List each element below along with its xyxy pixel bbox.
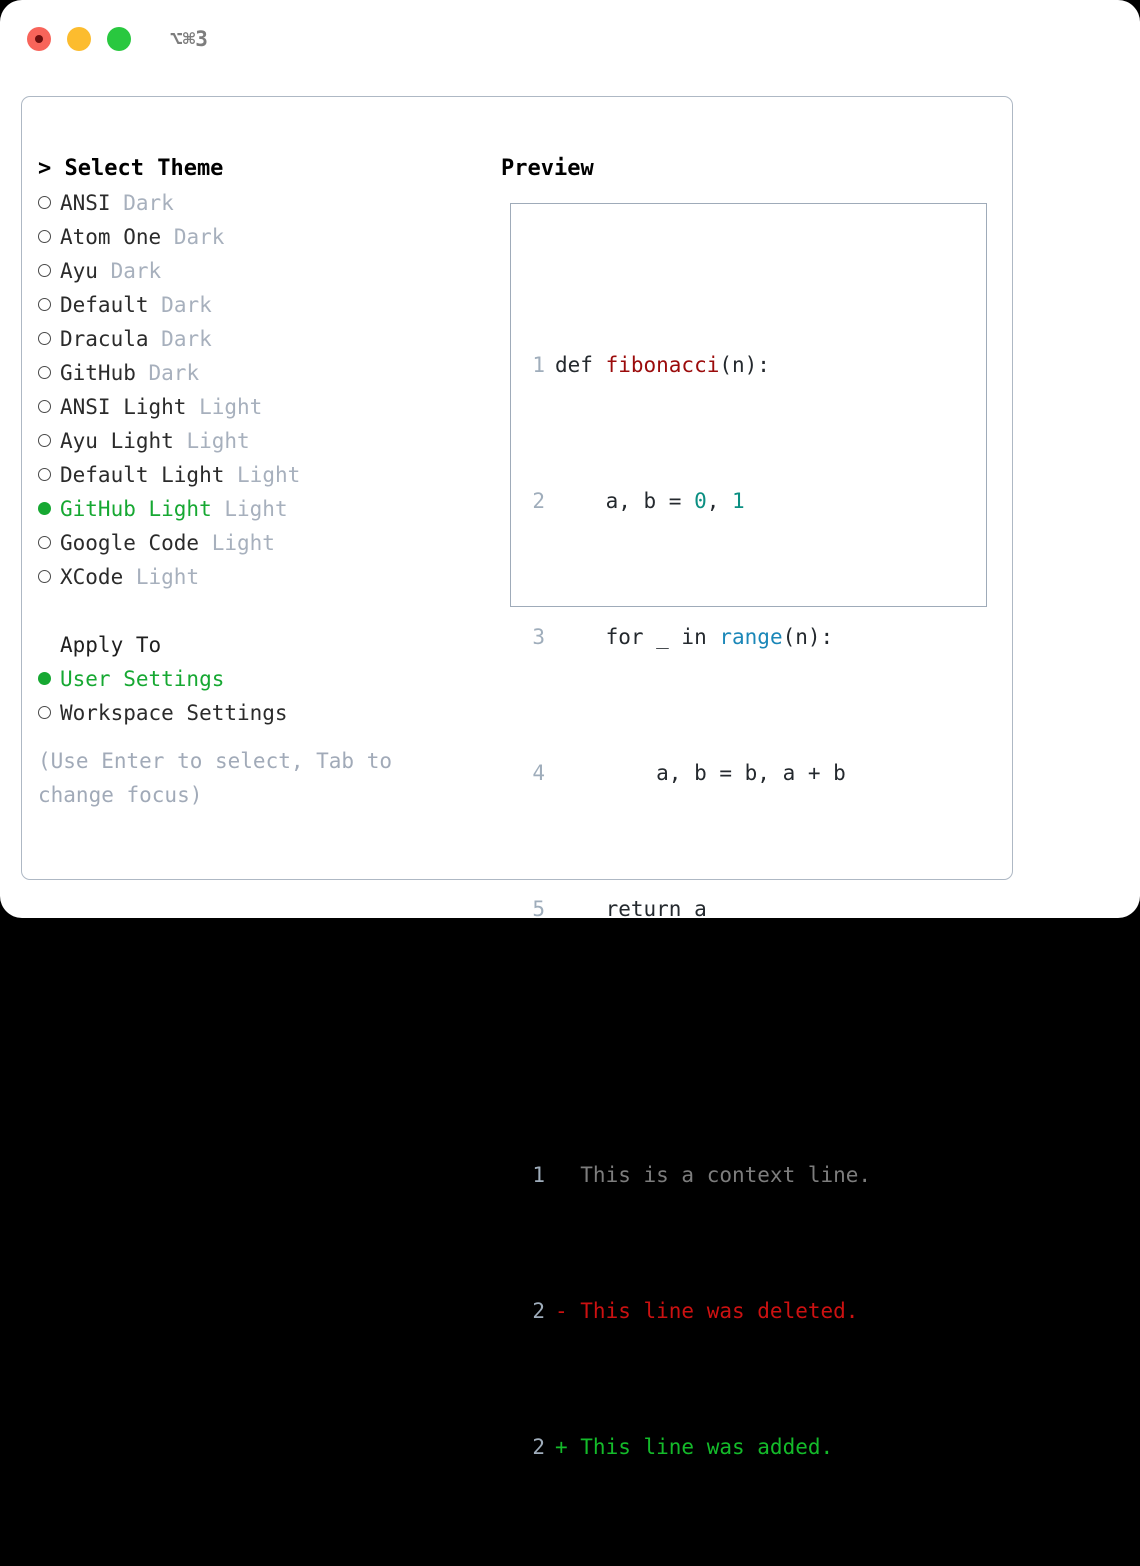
theme-variant: Light xyxy=(237,463,301,487)
apply-to-item[interactable]: Workspace Settings xyxy=(38,696,478,730)
radio-unselected-icon[interactable] xyxy=(38,526,60,560)
theme-variant: Light xyxy=(211,531,275,555)
theme-name: ANSI xyxy=(60,191,111,215)
code-line: 3 for _ in range(n): xyxy=(529,620,871,654)
apply-to-header: Apply To xyxy=(60,633,162,657)
theme-name: Google Code xyxy=(60,531,200,555)
radio-selected-icon[interactable] xyxy=(38,492,60,526)
radio-selected-icon[interactable] xyxy=(38,662,60,696)
code-diff-separator xyxy=(529,1028,871,1056)
line-number: 2 xyxy=(532,1299,545,1323)
radio-unselected-icon[interactable] xyxy=(38,560,60,594)
keyboard-shortcut-label: ⌥⌘3 xyxy=(170,27,208,51)
close-icon xyxy=(35,35,43,43)
theme-list-item[interactable]: ANSI Light Light xyxy=(38,390,478,424)
theme-list-item[interactable]: XCode Light xyxy=(38,560,478,594)
radio-unselected-icon[interactable] xyxy=(38,186,60,220)
theme-variant: Dark xyxy=(161,327,212,351)
theme-name: XCode xyxy=(60,565,124,589)
radio-unselected-icon[interactable] xyxy=(38,356,60,390)
theme-name: Default xyxy=(60,293,149,317)
radio-unselected-icon[interactable] xyxy=(38,254,60,288)
preview-title: Preview xyxy=(501,156,594,181)
diff-line-added: 2+ This line was added. xyxy=(529,1430,871,1464)
theme-variant: Dark xyxy=(123,191,174,215)
theme-list-item[interactable]: ANSI Dark xyxy=(38,186,478,220)
apply-to-item-selected[interactable]: User Settings xyxy=(38,662,478,696)
radio-unselected-icon[interactable] xyxy=(38,220,60,254)
theme-selector-column: > Select Theme ANSI Dark Atom One Dark A… xyxy=(38,152,478,812)
title-bar: ⌥⌘3 xyxy=(0,0,1140,78)
theme-list-item[interactable]: Atom One Dark xyxy=(38,220,478,254)
theme-variant: Light xyxy=(224,497,288,521)
theme-variant: Dark xyxy=(173,225,225,249)
line-number: 2 xyxy=(532,489,545,513)
apply-target-name: User Settings xyxy=(60,667,225,691)
radio-unselected-icon[interactable] xyxy=(38,322,60,356)
content-panel: > Select Theme ANSI Dark Atom One Dark A… xyxy=(21,96,1013,1459)
code-line: 2 a, b = 0, 1 xyxy=(529,484,871,518)
radio-unselected-icon[interactable] xyxy=(38,696,60,730)
theme-name: Ayu xyxy=(60,259,98,283)
theme-list-item[interactable]: Default Dark xyxy=(38,288,478,322)
maximize-window-button[interactable] xyxy=(107,27,131,51)
line-number: 1 xyxy=(532,1163,545,1187)
theme-list-item[interactable]: Dracula Dark xyxy=(38,322,478,356)
theme-list-item[interactable]: Ayu Dark xyxy=(38,254,478,288)
theme-list-item[interactable]: Google Code Light xyxy=(38,526,478,560)
theme-variant: Dark xyxy=(110,259,162,283)
theme-name: Default Light xyxy=(60,463,225,487)
theme-name: ANSI Light xyxy=(60,395,187,419)
line-number: 1 xyxy=(532,353,545,377)
diff-line-context: 1 This is a context line. xyxy=(529,1158,871,1192)
apply-target-name: Workspace Settings xyxy=(60,701,288,725)
theme-name: GitHub xyxy=(60,361,136,385)
theme-variant: Light xyxy=(186,429,250,453)
line-number: 5 xyxy=(532,897,545,921)
theme-name: GitHub Light xyxy=(60,497,212,521)
line-number: 4 xyxy=(532,761,545,785)
select-theme-header: > Select Theme xyxy=(38,156,224,181)
minimize-window-button[interactable] xyxy=(67,27,91,51)
line-number: 2 xyxy=(532,1435,545,1459)
radio-unselected-icon[interactable] xyxy=(38,458,60,492)
theme-variant: Light xyxy=(199,395,263,419)
preview-column: Preview xyxy=(501,152,594,206)
section-spacer xyxy=(38,594,478,628)
diff-line-deleted: 2- This line was deleted. xyxy=(529,1294,871,1328)
theme-list-item[interactable]: Ayu Light Light xyxy=(38,424,478,458)
theme-name: Dracula xyxy=(60,327,149,351)
theme-variant: Light xyxy=(135,565,200,589)
theme-list-item[interactable]: Default Light Light xyxy=(38,458,478,492)
theme-name: Atom One xyxy=(60,225,162,249)
app-window: ⌥⌘3 > Select Theme ANSI Dark Atom One Da… xyxy=(0,0,1140,1459)
code-line: 5 return a xyxy=(529,892,871,926)
theme-variant: Dark xyxy=(148,361,200,385)
radio-unselected-icon[interactable] xyxy=(38,390,60,424)
theme-variant: Dark xyxy=(161,293,212,317)
line-number: 3 xyxy=(532,625,545,649)
radio-unselected-icon[interactable] xyxy=(38,288,60,322)
theme-list-item[interactable]: GitHub Dark xyxy=(38,356,478,390)
code-line: 4 a, b = b, a + b xyxy=(529,756,871,790)
radio-unselected-icon[interactable] xyxy=(38,424,60,458)
theme-name: Ayu Light xyxy=(60,429,174,453)
keyboard-hint-text: (Use Enter to select, Tab to change focu… xyxy=(38,749,393,807)
theme-list-item-selected[interactable]: GitHub Light Light xyxy=(38,492,478,526)
